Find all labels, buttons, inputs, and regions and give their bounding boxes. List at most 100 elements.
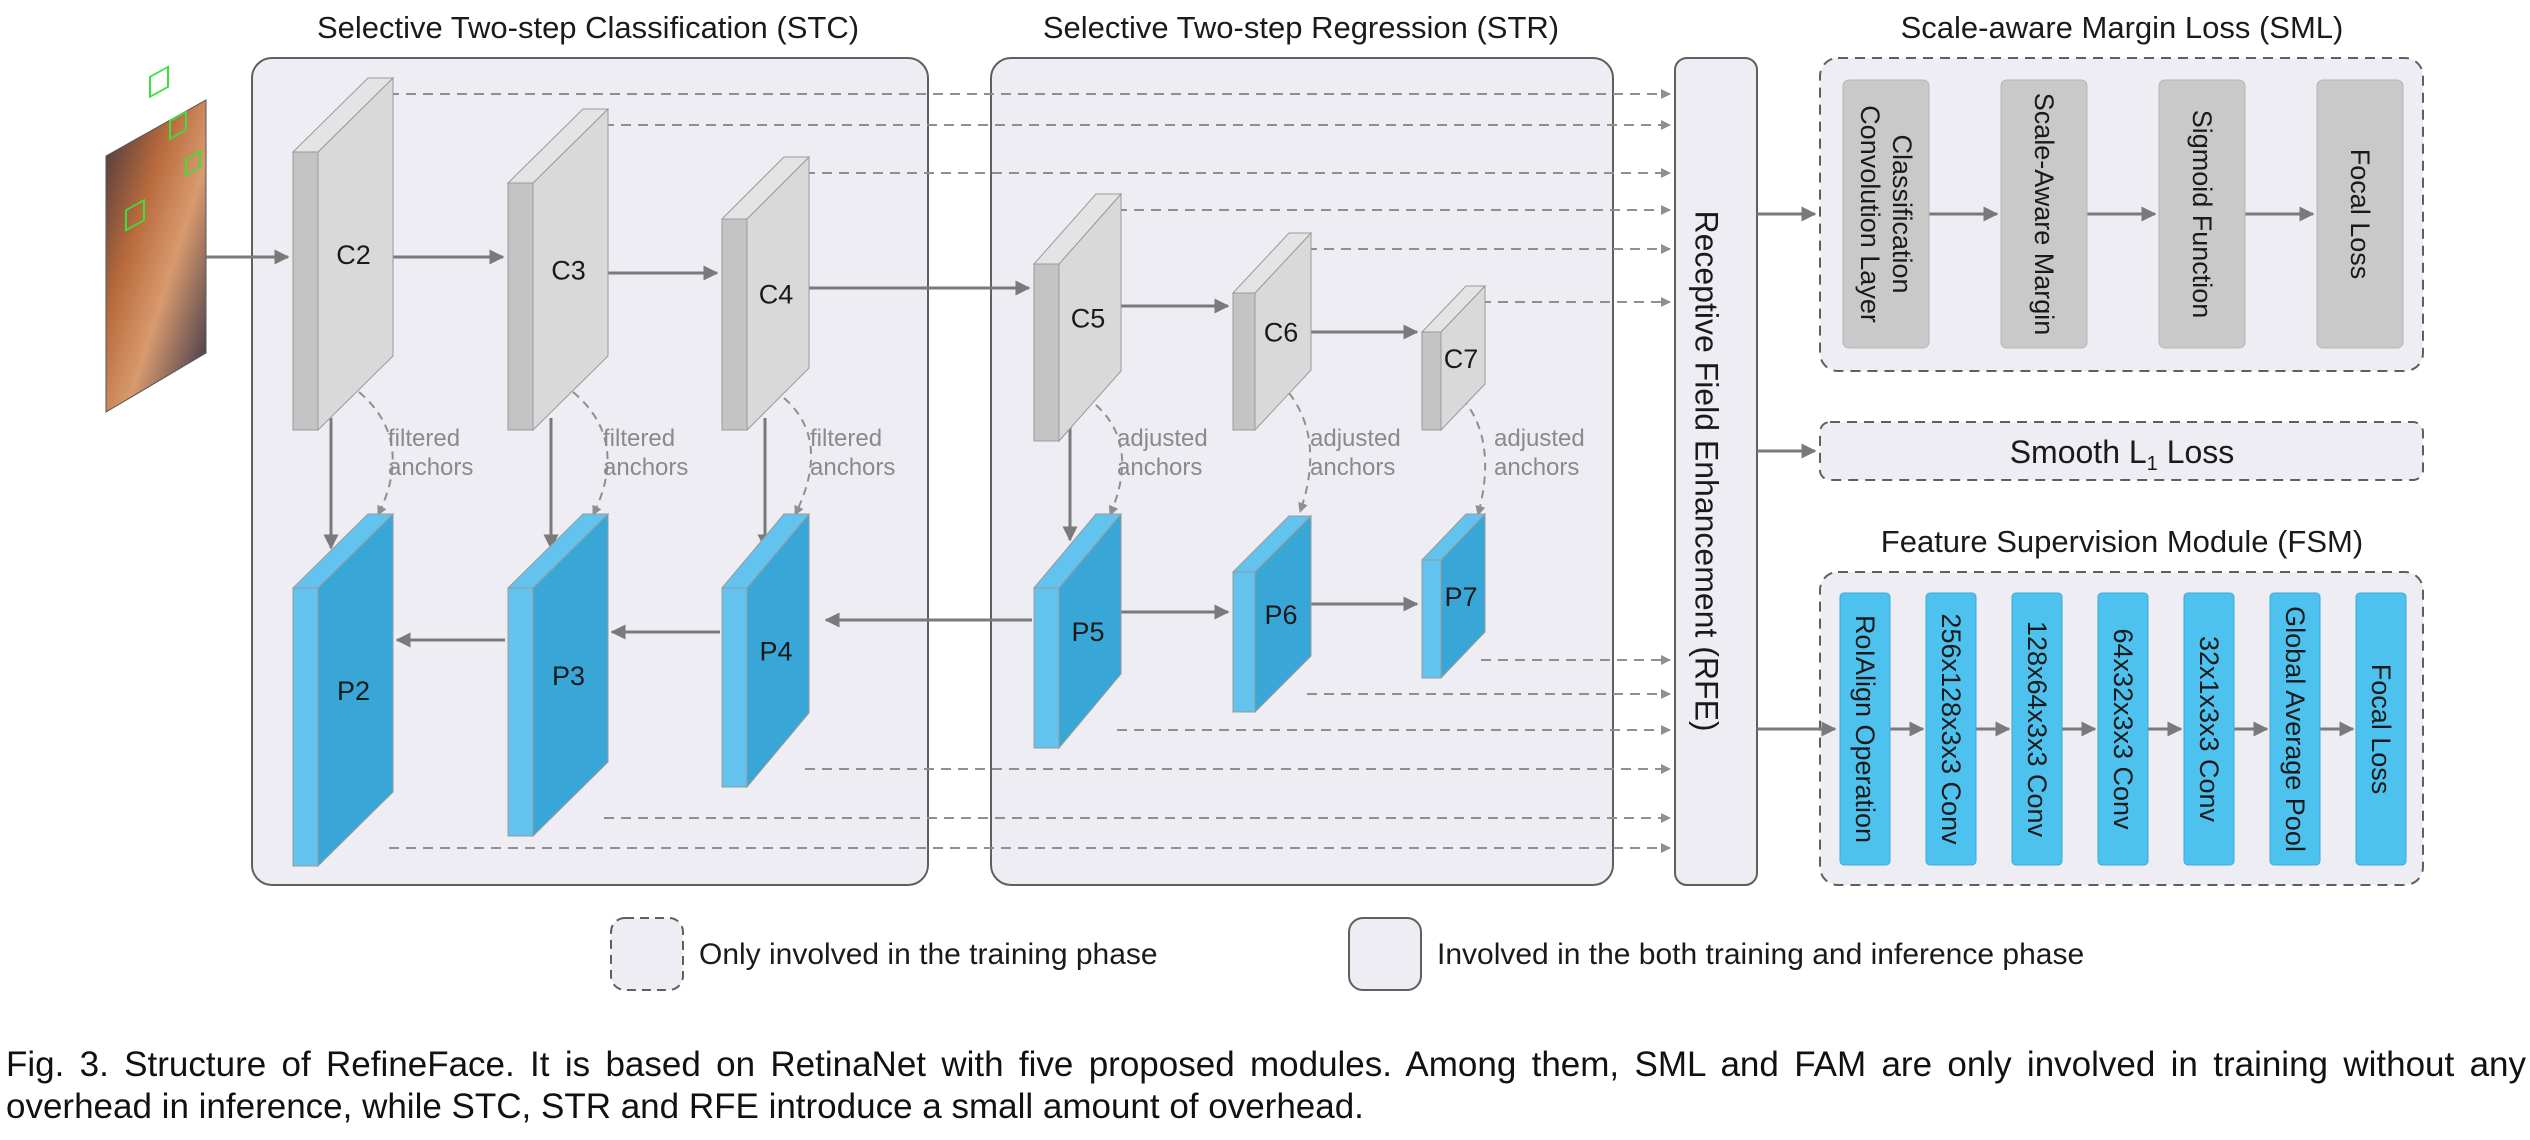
layer-c4: C4 [720, 155, 811, 432]
str-panel [990, 57, 1614, 886]
sml-block-4: Focal Loss [2316, 79, 2404, 349]
sml-block-box-4 [2316, 79, 2404, 349]
fsm-block-box-7 [2355, 592, 2407, 866]
sml-block-box-2 [2000, 79, 2088, 349]
layer-p3: P3 [506, 512, 610, 838]
fsm-blocks: RoIAlign Operation 256x128x3x3 Conv 128x64… [1839, 592, 2407, 866]
layer-c4-label: C4 [759, 280, 794, 310]
layer-p7: P7 [1420, 512, 1487, 680]
connections [206, 89, 2355, 853]
fsm-block-box-4 [2097, 592, 2149, 866]
sml-block-3: Sigmoid Function [2158, 79, 2246, 349]
fsm-block-label-7: Focal Loss [2366, 664, 2396, 795]
layer-p7-front [1421, 559, 1442, 679]
layer-c5-label: C5 [1071, 304, 1106, 334]
rfe-panel [1674, 57, 1758, 886]
layer-c3-label: C3 [551, 256, 586, 286]
layer-c5-front [1033, 263, 1060, 442]
sml-blocks: ClassificationConvolution Layer Scale-Awa… [1842, 79, 2404, 349]
layer-p4-front [721, 587, 748, 788]
layer-p5-label: P5 [1071, 617, 1104, 647]
layer-c6: C6 [1231, 231, 1313, 432]
fsm-block-label-5: 32x1x3x3 Conv [2194, 636, 2224, 823]
layer-p6-label: P6 [1264, 600, 1297, 630]
layer-c2-front [292, 151, 319, 431]
refineface-diagram: Selective Two-step Classification (STC) … [105, 10, 2424, 991]
layer-c6-front [1232, 292, 1256, 431]
fsm-block-box-3 [2011, 592, 2063, 866]
layer-c3: C3 [506, 107, 610, 432]
layer-c2-label: C2 [336, 240, 371, 270]
sml-block-label-2: Scale-Aware Margin [2029, 93, 2059, 336]
layer-p4: P4 [720, 512, 811, 789]
sml-block-box-3 [2158, 79, 2246, 349]
layer-c3-front [507, 182, 534, 431]
layer-p7-label: P7 [1444, 582, 1477, 612]
input-image [105, 65, 207, 413]
rfe-label: Receptive Field Enhancement (RFE) [1689, 210, 1725, 731]
sml-block-label-3: Sigmoid Function [2187, 110, 2217, 319]
layer-c7: C7 [1420, 284, 1487, 432]
layer-p2-label: P2 [337, 676, 370, 706]
fsm-block-4: 64x32x3x3 Conv [2097, 592, 2149, 866]
layer-p3-front [507, 587, 534, 837]
legend-dashed-swatch [610, 917, 684, 991]
figure-caption: Fig. 3. Structure of RefineFace. It is b… [6, 1045, 2526, 1126]
smooth-l1-loss-label: Smooth L1 Loss [2010, 434, 2235, 475]
fsm-block-box-5 [2183, 592, 2235, 866]
layer-p2: P2 [291, 512, 395, 868]
layer-c7-label: C7 [1444, 344, 1479, 374]
str-title: Selective Two-step Regression (STR) [1043, 10, 1559, 45]
layer-c4-front [721, 218, 748, 431]
fsm-block-5: 32x1x3x3 Conv [2183, 592, 2235, 866]
fsm-block-3: 128x64x3x3 Conv [2011, 592, 2063, 866]
fsm-block-box-1 [1839, 592, 1891, 866]
layer-c7-front [1421, 331, 1442, 431]
layer-c2: C2 [291, 76, 395, 432]
layer-c5: C5 [1032, 192, 1123, 443]
fsm-title: Feature Supervision Module (FSM) [1881, 524, 2363, 559]
layer-p2-front [292, 587, 319, 867]
fsm-block-label-1: RoIAlign Operation [1850, 615, 1880, 843]
layer-p4-label: P4 [759, 637, 792, 667]
sml-block-1: ClassificationConvolution Layer [1842, 79, 1930, 349]
fsm-block-box-2 [1925, 592, 1977, 866]
layer-p6-front [1232, 571, 1256, 713]
filtered-anchors-arrow-2 [572, 391, 609, 516]
fsm-block-2: 256x128x3x3 Conv [1925, 592, 1977, 866]
smooth-loss-panel [1819, 421, 2424, 481]
sml-block-box-1 [1842, 79, 1930, 349]
sml-block-label-4: Focal Loss [2345, 149, 2375, 280]
layer-p3-label: P3 [552, 661, 585, 691]
adjusted-anchors-arrow-2 [1288, 392, 1312, 513]
layer-p5: P5 [1032, 512, 1123, 750]
adjusted-anchors-arrow-1 [1095, 404, 1124, 516]
fsm-block-6: Global Average Pool [2269, 592, 2321, 866]
legend-both-phases: Involved in the both training and infere… [1437, 938, 2084, 971]
layer-p5-front [1033, 587, 1060, 749]
fsm-block-label-2: 256x128x3x3 Conv [1936, 613, 1966, 845]
stc-title: Selective Two-step Classification (STC) [317, 10, 859, 45]
fsm-block-box-6 [2269, 592, 2321, 866]
fsm-block-label-3: 128x64x3x3 Conv [2022, 621, 2052, 838]
fsm-block-7: Focal Loss [2355, 592, 2407, 866]
fsm-block-1: RoIAlign Operation [1839, 592, 1891, 866]
sml-block-label-1: ClassificationConvolution Layer [1855, 105, 1917, 323]
fsm-block-label-6: Global Average Pool [2280, 606, 2310, 852]
legend-training-only: Only involved in the training phase [699, 938, 1158, 971]
legend-solid-swatch [1348, 917, 1422, 991]
legend: Only involved in the training phase Invo… [610, 917, 2084, 991]
layer-c6-label: C6 [1264, 318, 1299, 348]
sml-block-2: Scale-Aware Margin [2000, 79, 2088, 349]
fsm-block-label-4: 64x32x3x3 Conv [2108, 628, 2138, 830]
layer-p6: P6 [1231, 514, 1313, 714]
filtered-anchors-arrow-1 [358, 391, 394, 516]
